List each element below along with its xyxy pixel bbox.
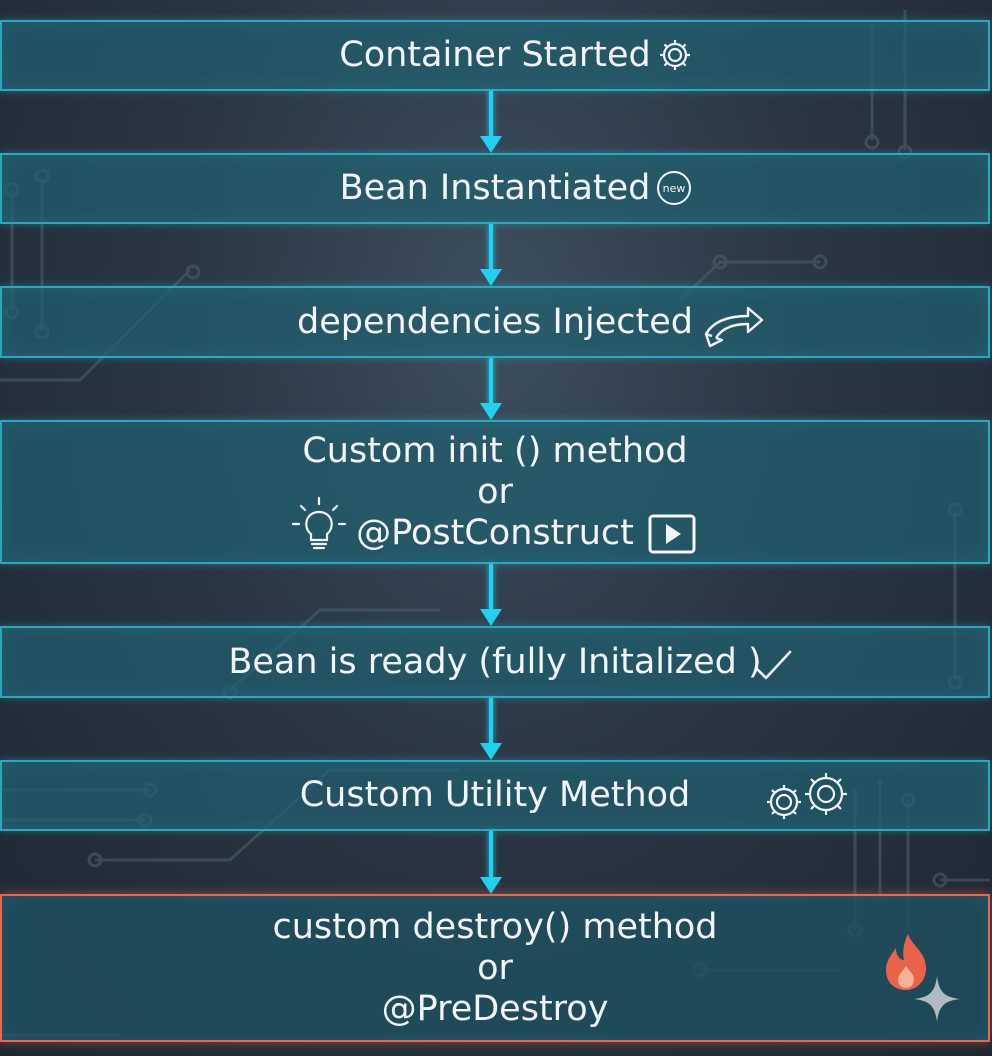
- step-container-started: Container Started: [0, 20, 990, 91]
- step-custom-destroy: custom destroy() method or @PreDestroy: [0, 894, 990, 1042]
- flow-arrow-3: [480, 358, 502, 420]
- flame-icon: [886, 934, 926, 990]
- step-label: Container Started: [339, 35, 651, 75]
- flow-arrow-2: [480, 224, 502, 286]
- step-label-line-1: custom destroy() method: [272, 906, 718, 947]
- step-label-line-2: or: [477, 947, 513, 988]
- step-custom-init: Custom init () method or @PostConstruct: [0, 420, 990, 564]
- step-dependencies-injected: dependencies Injected: [0, 286, 990, 358]
- step-label-line-3: @PreDestroy: [381, 988, 609, 1029]
- step-custom-utility-method: Custom Utility Method: [0, 760, 990, 831]
- step-bean-instantiated: Bean Instantiated: [0, 153, 990, 224]
- flow-arrow-5: [480, 698, 502, 760]
- double-gear-icon: [767, 773, 847, 819]
- step-bean-ready: Bean is ready (fully Initalized ): [0, 626, 990, 698]
- step-label: Bean is ready (fully Initalized ): [228, 641, 762, 682]
- step-label-line-2: or: [477, 471, 513, 512]
- gear-icon: [660, 40, 690, 70]
- flow-arrow-4: [480, 564, 502, 626]
- step-label-line-3: @PostConstruct: [356, 512, 634, 553]
- flow-arrow-1: [480, 91, 502, 153]
- checkmark-icon: [754, 650, 792, 680]
- new-badge-label: new: [662, 181, 686, 195]
- step-label: dependencies Injected: [297, 301, 693, 342]
- new-badge-icon: new: [657, 171, 691, 205]
- step-label-line-1: Custom init () method: [302, 430, 688, 471]
- step-label: Bean Instantiated: [339, 168, 651, 208]
- lightbulb-icon: [291, 496, 347, 550]
- swap-arrows-icon: [704, 306, 764, 348]
- flow-arrow-6: [480, 831, 502, 894]
- sparkle-icon: [914, 976, 960, 1022]
- step-label: Custom Utility Method: [299, 775, 691, 815]
- play-icon: [648, 514, 696, 554]
